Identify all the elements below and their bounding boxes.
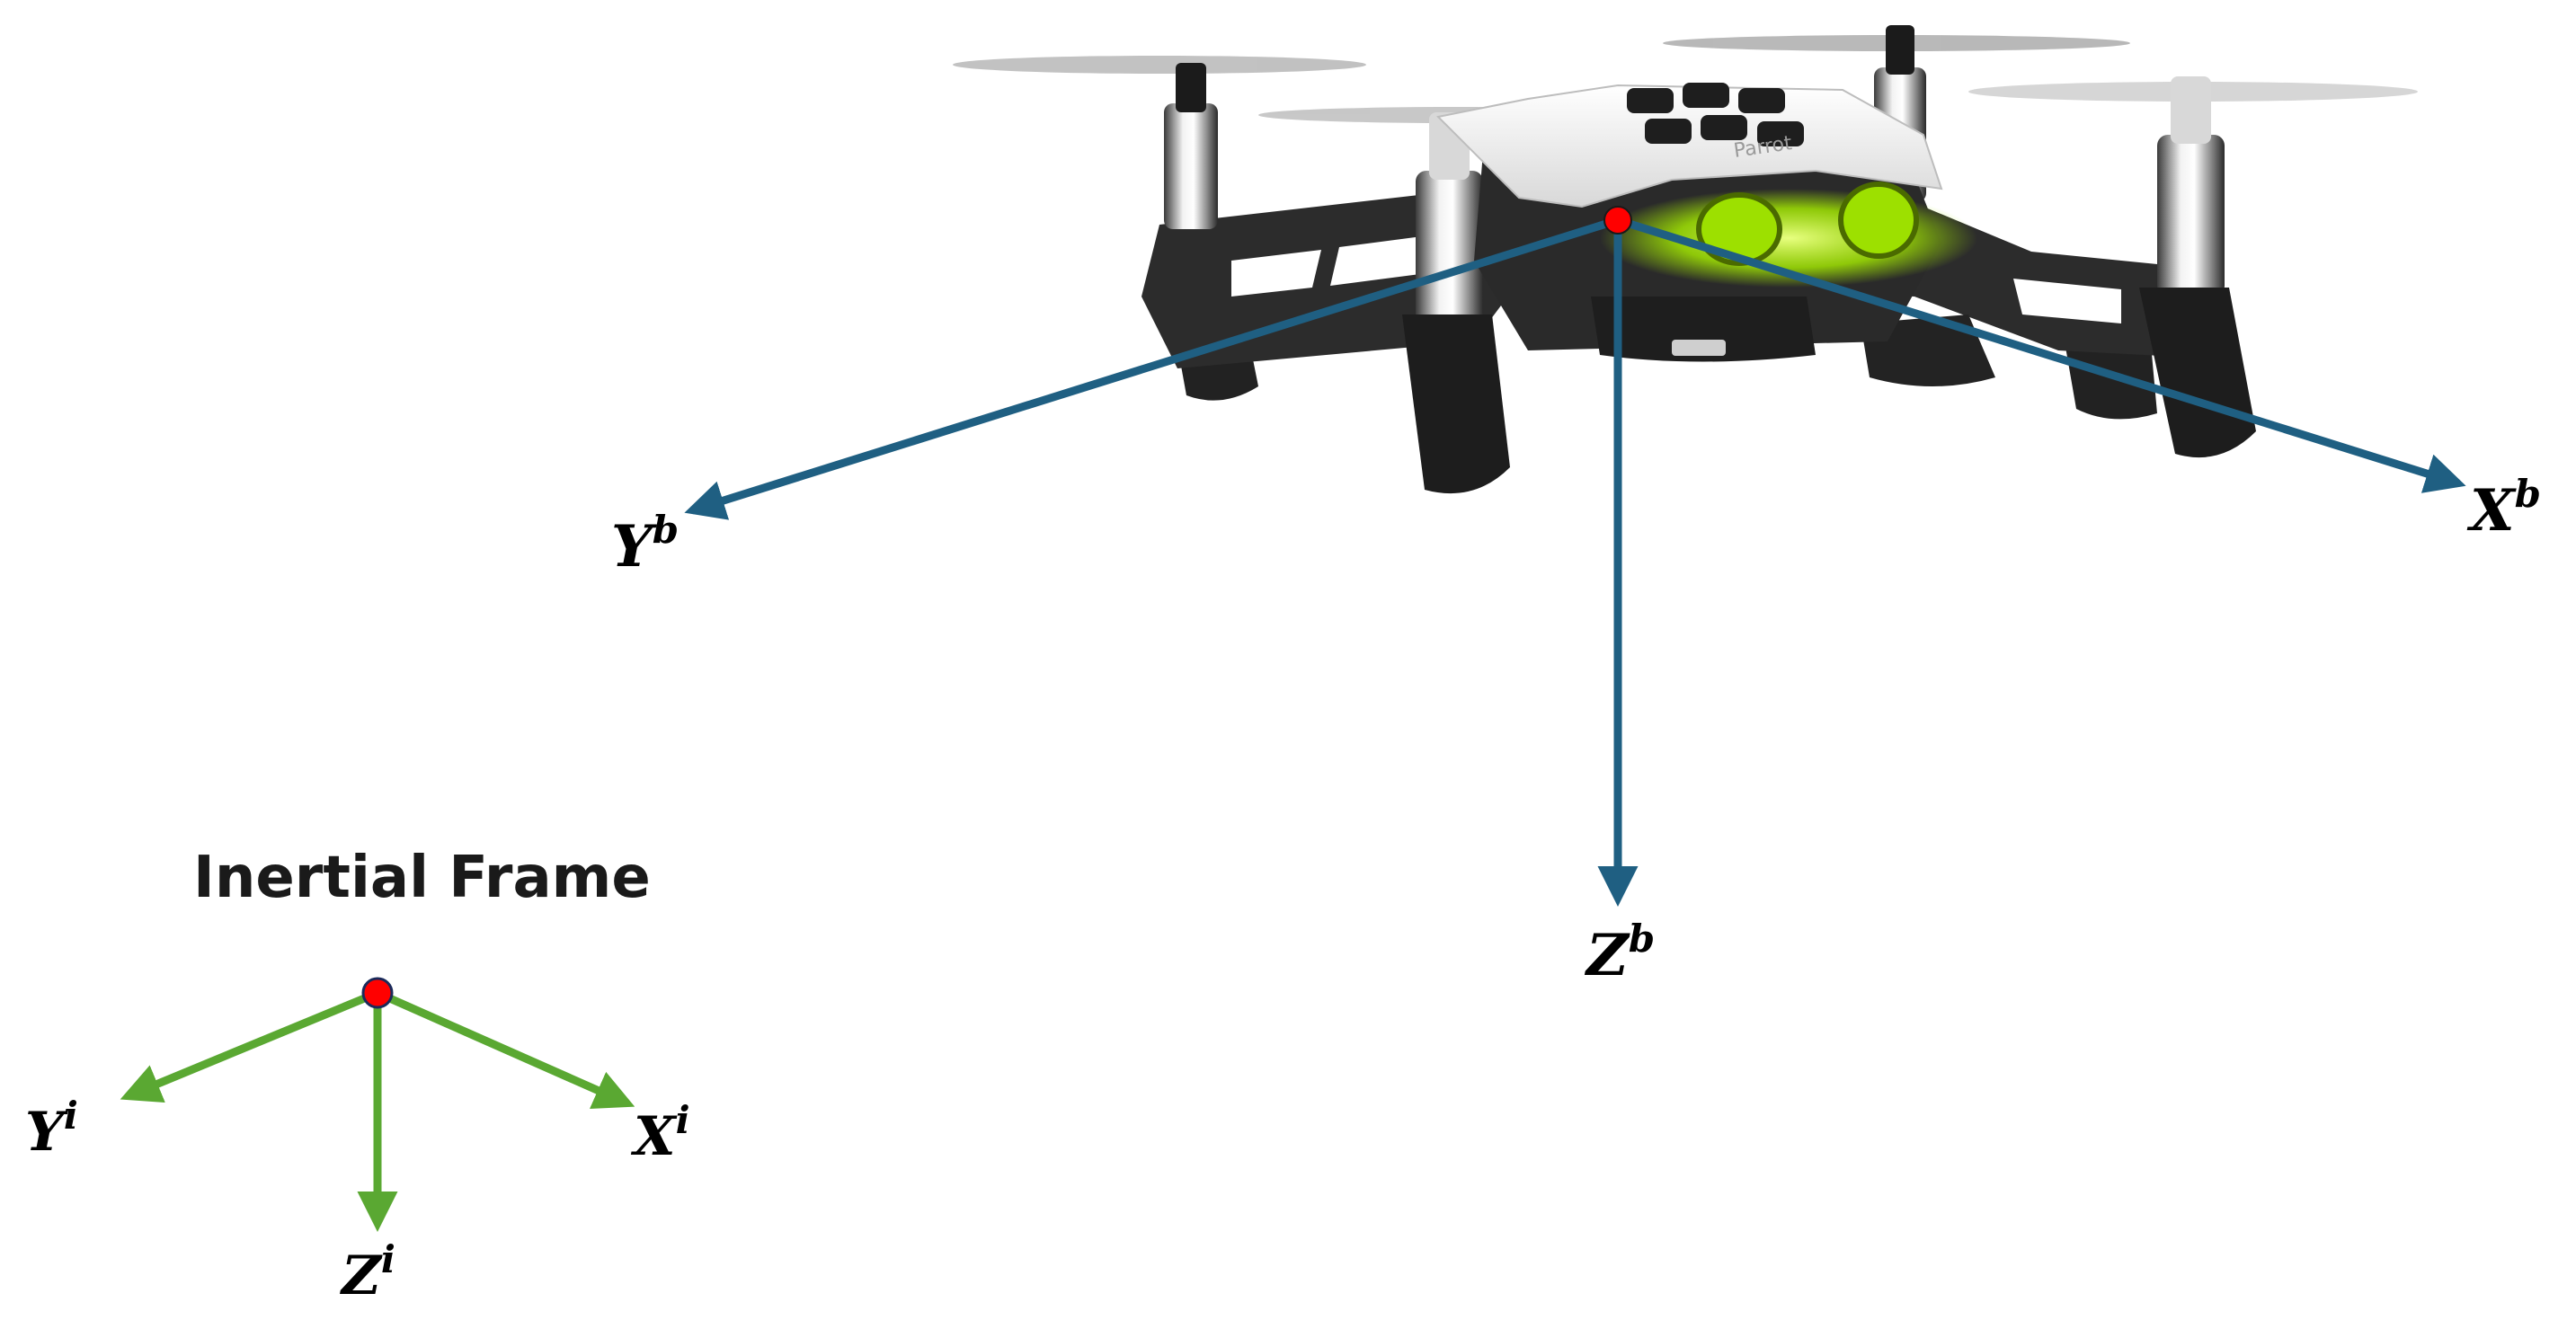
motor-rear-left [1164,103,1218,229]
x-axis-body-label: Xb [2466,472,2541,545]
motor-front-left [1416,171,1483,328]
inertial-frame-title: Inertial Frame [193,845,651,911]
inertial-frame: Inertial Frame Xi Yi Zi [25,845,690,1307]
z-axis-inertial-label: Zi [340,1237,395,1307]
y-axis-body-arrow [684,216,1620,520]
quadcopter-drone-image: Parrot [953,25,2418,494]
drone-leg-front-right [2139,288,2256,458]
drone-skid-front [1861,314,1995,386]
y-axis-inertial-label: Yi [25,1094,78,1164]
drone-leg-front-left [1402,314,1510,494]
motor-front-right [2157,135,2225,297]
body-frame: Xb Yb Zb [611,206,2541,989]
x-axis-inertial-arrow [376,988,635,1110]
x-axis-inertial-label: Xi [630,1098,690,1168]
drone-arm-right-cutouts [2013,279,2121,323]
y-axis-inertial-arrow [120,988,379,1103]
drone-white-shell [1435,84,1943,208]
drone-top-buttons [1627,83,1804,146]
y-axis-body-label: Yb [611,508,679,580]
x-axis-body-arrow [1616,216,2466,493]
drone-camera-left [1696,192,1782,266]
drone-belly [1591,297,1816,362]
drone-arm-left-cutouts [1231,235,1429,297]
inertial-frame-origin [361,977,394,1009]
body-frame-origin [1603,206,1632,235]
z-axis-body-label: Zb [1584,917,1655,989]
drone-camera-right [1838,182,1919,259]
